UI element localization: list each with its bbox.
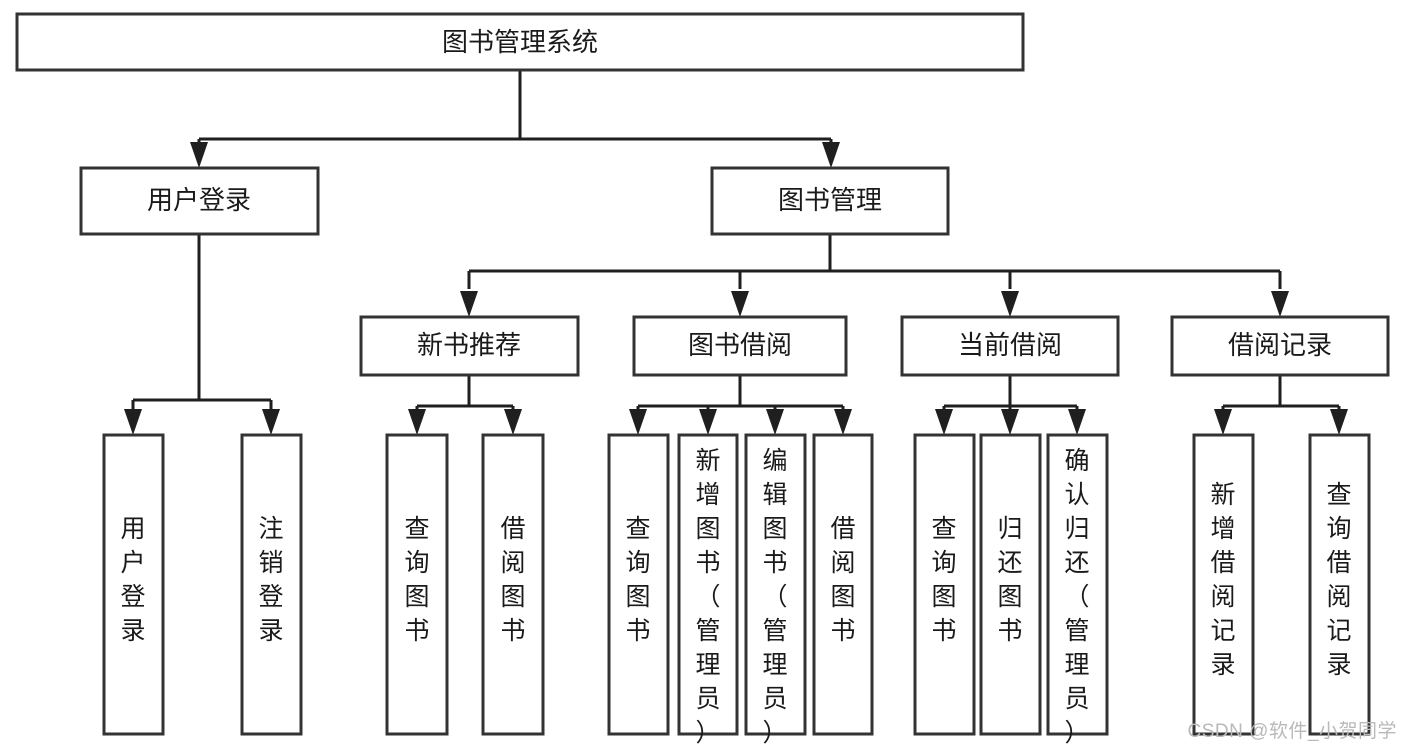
node-book-management-label: 图书管理 [778, 185, 882, 215]
connector-userlogin-to-leaves [131, 234, 273, 421]
arrowhead-book-borrow [731, 291, 749, 317]
arrowhead-current-borrow [1001, 291, 1019, 317]
connector-borrowrecord-to-leaves [1221, 375, 1341, 421]
leaf-node-query-borrow-record-box[interactable] [1308, 433, 1371, 736]
leaf-node-borrow-book[interactable]: 借阅图书 [812, 433, 874, 736]
node-book-management-box[interactable] [710, 166, 950, 236]
leaf-node-user-login[interactable]: 用户登录 [102, 433, 165, 736]
node-user-login[interactable]: 用户登录 [79, 166, 320, 236]
arrowhead-leaf-query-book-borrow [629, 409, 647, 435]
leaf-node-confirm-return-admin-label: 确认归还（管理员） [1064, 447, 1089, 747]
leaf-node-borrow-book-rec[interactable]: 借阅图书 [481, 433, 545, 736]
leaf-node-confirm-return-admin[interactable]: 确认归还（管理员） [1046, 433, 1109, 747]
node-borrow-record[interactable]: 借阅记录 [1170, 315, 1390, 377]
node-current-borrow-box[interactable] [900, 315, 1120, 377]
leaf-node-add-borrow-record-box[interactable] [1192, 433, 1255, 736]
node-current-borrow[interactable]: 当前借阅 [900, 315, 1120, 377]
arrowhead-leaf-borrow-book-rec [504, 409, 522, 435]
leaf-node-user-logout[interactable]: 注销登录 [240, 433, 303, 736]
leaf-node-return-book[interactable]: 归还图书 [979, 433, 1042, 736]
leaf-node-add-borrow-record-label: 新增借阅记录 [1210, 481, 1235, 679]
leaf-node-edit-book-admin-box[interactable] [744, 433, 807, 736]
node-borrow-record-box[interactable] [1170, 315, 1390, 377]
node-new-book-recommend-box[interactable] [359, 315, 580, 377]
arrowhead-leaf-add-book-admin [699, 409, 717, 435]
arrowhead-leaf-user-logout [262, 409, 280, 435]
leaf-node-query-book-current-box[interactable] [913, 433, 976, 736]
arrowhead-leaf-edit-book-admin [766, 409, 784, 435]
leaf-node-return-book-box[interactable] [979, 433, 1042, 736]
node-new-book-recommend[interactable]: 新书推荐 [359, 315, 580, 377]
arrowhead-leaf-add-borrow-record [1214, 409, 1232, 435]
leaf-node-user-login-box[interactable] [102, 433, 165, 736]
node-root-box[interactable] [15, 12, 1025, 72]
leaf-node-add-book-admin-box[interactable] [677, 433, 739, 736]
connector-root-to-level2 [197, 70, 833, 154]
arrowhead-leaf-borrow-book [834, 409, 852, 435]
leaf-node-user-logout-label: 注销登录 [258, 515, 283, 645]
leaf-node-query-book-rec-box[interactable] [385, 433, 449, 736]
node-book-borrow-box[interactable] [632, 315, 848, 377]
arrowhead-leaf-confirm-return-admin [1068, 409, 1086, 435]
leaf-node-confirm-return-admin-box[interactable] [1046, 433, 1109, 736]
leaf-node-add-borrow-record[interactable]: 新增借阅记录 [1192, 433, 1255, 736]
node-user-login-label: 用户登录 [147, 185, 251, 215]
node-root-label: 图书管理系统 [442, 27, 598, 57]
arrowhead-leaf-query-book-rec [408, 409, 426, 435]
leaf-node-add-book-admin[interactable]: 新增图书（管理员） [677, 433, 739, 747]
leaf-node-borrow-book-box[interactable] [812, 433, 874, 736]
arrowhead-new-book-recommend [460, 291, 478, 317]
leaf-node-query-book-borrow-label: 查询图书 [625, 515, 650, 645]
leaf-node-borrow-book-rec-box[interactable] [481, 433, 545, 736]
node-book-borrow[interactable]: 图书借阅 [632, 315, 848, 377]
connector-newbook-to-leaves [415, 375, 515, 421]
leaf-node-query-book-current-label: 查询图书 [931, 515, 956, 645]
leaf-node-return-book-label: 归还图书 [997, 515, 1022, 645]
arrowhead-leaf-return-book [1001, 409, 1019, 435]
leaf-node-edit-book-admin-label: 编辑图书（管理员） [762, 447, 787, 747]
arrowhead-leaf-query-borrow-record [1330, 409, 1348, 435]
leaf-node-query-borrow-record[interactable]: 查询借阅记录 [1308, 433, 1371, 736]
arrowhead-leaf-user-login [124, 409, 142, 435]
arrowhead-leaf-query-book-current [935, 409, 953, 435]
arrowhead-borrow-record [1271, 291, 1289, 317]
leaf-node-borrow-book-label: 借阅图书 [830, 515, 855, 645]
node-book-borrow-label: 图书借阅 [688, 330, 792, 360]
leaf-node-query-book-rec-label: 查询图书 [404, 515, 429, 645]
leaf-node-query-book-borrow[interactable]: 查询图书 [607, 433, 670, 736]
leaf-node-query-book-rec[interactable]: 查询图书 [385, 433, 449, 736]
leaf-node-user-logout-box[interactable] [240, 433, 303, 736]
node-book-management[interactable]: 图书管理 [710, 166, 950, 236]
leaf-node-borrow-book-rec-label: 借阅图书 [500, 515, 525, 645]
connector-layer [124, 70, 1348, 435]
connector-bookmgmt-to-categories [467, 234, 1282, 289]
leaf-node-query-book-borrow-box[interactable] [607, 433, 670, 736]
leaf-node-query-borrow-record-label: 查询借阅记录 [1326, 481, 1351, 679]
node-user-login-box[interactable] [79, 166, 320, 236]
connector-bookborrow-to-leaves [636, 375, 845, 421]
node-root[interactable]: 图书管理系统 [15, 12, 1025, 72]
arrowhead-book-management [822, 142, 840, 168]
node-new-book-recommend-label: 新书推荐 [417, 330, 521, 360]
leaf-node-user-login-label: 用户登录 [120, 515, 145, 645]
node-borrow-record-label: 借阅记录 [1228, 330, 1332, 360]
leaf-node-edit-book-admin[interactable]: 编辑图书（管理员） [744, 433, 807, 747]
leaf-node-query-book-current[interactable]: 查询图书 [913, 433, 976, 736]
leaf-node-add-book-admin-label: 新增图书（管理员） [695, 447, 720, 747]
node-current-borrow-label: 当前借阅 [958, 330, 1062, 360]
arrowhead-user-login [190, 142, 208, 168]
